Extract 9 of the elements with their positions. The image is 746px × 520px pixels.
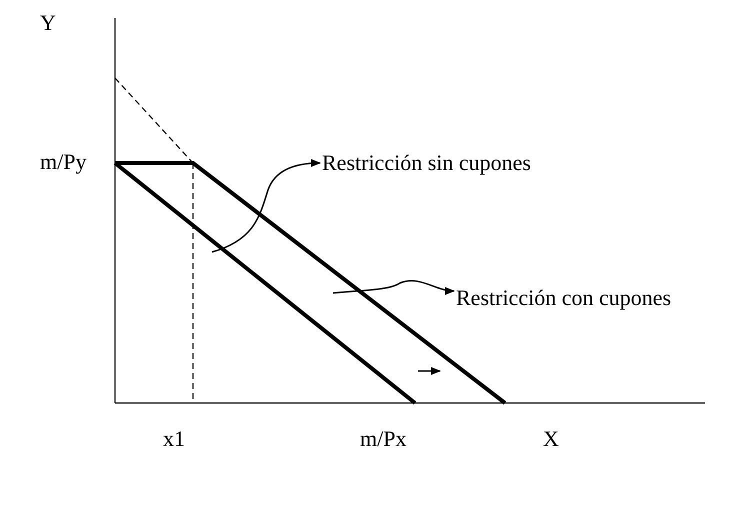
axis-label: X bbox=[543, 428, 559, 450]
axis-label: Y bbox=[40, 12, 56, 34]
curve-label: Restricción sin cupones bbox=[322, 152, 531, 174]
curved-arrow bbox=[332, 280, 455, 294]
axis-label: x1 bbox=[163, 428, 185, 450]
axis-label: m/Px bbox=[360, 428, 406, 450]
curve-label: Restricción con cupones bbox=[456, 287, 672, 309]
axis-label: m/Py bbox=[40, 151, 86, 173]
curved-arrow bbox=[212, 159, 321, 253]
